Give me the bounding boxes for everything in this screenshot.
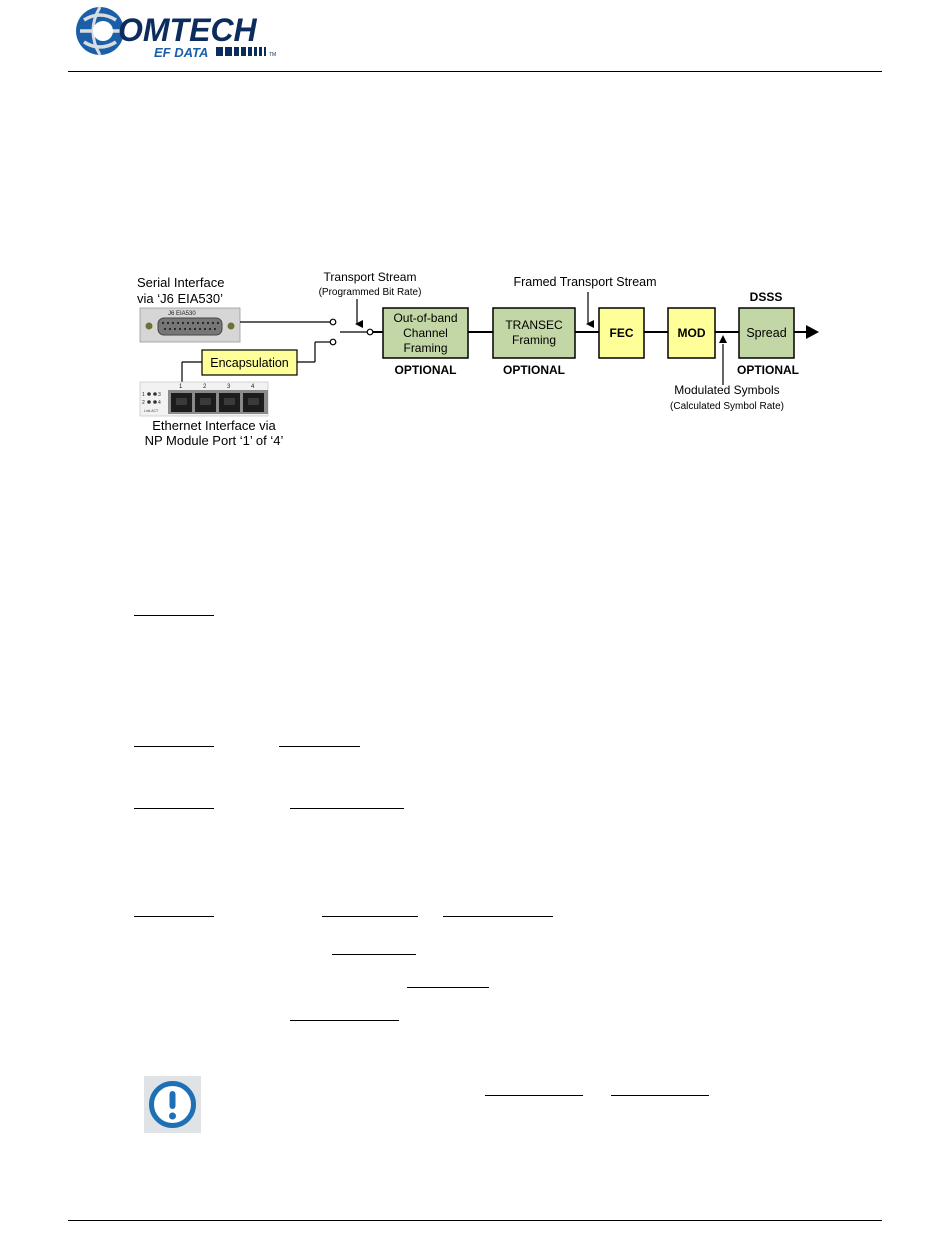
oob-label-2: Channel: [403, 326, 448, 340]
svg-text:3: 3: [227, 384, 231, 390]
fec-label: FEC: [610, 326, 634, 340]
ethernet-module-image: 1 3 2 4 Link ACT 1 2 3 4: [139, 381, 269, 417]
link-underline-8[interactable]: [443, 916, 553, 917]
serial-interface-label-2: via ‘J6 EIA530’: [137, 291, 223, 306]
transport-stream-label: Transport Stream: [324, 270, 417, 284]
link-underline-9[interactable]: [332, 954, 416, 955]
spread-optional-label: OPTIONAL: [737, 363, 799, 377]
link-underline-13[interactable]: [611, 1095, 709, 1096]
logo-tm: TM: [269, 52, 276, 58]
switch-contact-ethernet: [329, 338, 337, 346]
ethernet-interface-label-1: Ethernet Interface via: [152, 418, 276, 433]
link-underline-1[interactable]: [134, 615, 214, 616]
spread-label: Spread: [746, 326, 786, 340]
switch-common: [366, 328, 374, 336]
transec-label-2: Framing: [512, 333, 556, 347]
link-underline-12[interactable]: [485, 1095, 583, 1096]
transec-label-1: TRANSEC: [505, 318, 563, 332]
svg-text:1: 1: [179, 384, 183, 390]
link-underline-4[interactable]: [134, 808, 214, 809]
serial-interface-label-1: Serial Interface: [137, 275, 224, 290]
link-underline-7[interactable]: [322, 916, 418, 917]
transec-optional-label: OPTIONAL: [503, 363, 565, 377]
dsss-label: DSSS: [750, 290, 783, 304]
framed-transport-stream-label: Framed Transport Stream: [513, 275, 656, 289]
logo-brand: OMTECH: [118, 12, 258, 48]
link-underline-2[interactable]: [134, 746, 214, 747]
link-underline-10[interactable]: [407, 987, 489, 988]
svg-text:4: 4: [251, 384, 255, 390]
fec-block: [598, 307, 645, 359]
encapsulation-label: Encapsulation: [210, 356, 289, 370]
logo-sub: EF DATA: [154, 45, 208, 60]
svg-text:3: 3: [158, 392, 161, 398]
svg-text:Link ACT: Link ACT: [144, 409, 159, 413]
comtech-logo: OMTECH EF DATA TM: [76, 6, 276, 60]
output-arrow: [806, 325, 819, 339]
oob-optional-label: OPTIONAL: [395, 363, 457, 377]
ethernet-interface-label-2: NP Module Port ‘1’ of ‘4’: [145, 433, 284, 448]
mod-label: MOD: [678, 326, 706, 340]
connector-caption: J6 EIA530: [168, 311, 196, 317]
svg-text:2: 2: [203, 384, 207, 390]
modulated-symbols-arrow: [719, 335, 727, 343]
link-underline-3[interactable]: [279, 746, 360, 747]
transec-framing-block: [492, 307, 576, 359]
svg-text:2: 2: [142, 400, 145, 406]
link-underline-5[interactable]: [290, 808, 404, 809]
link-underline-11[interactable]: [290, 1020, 399, 1021]
globe-icon: [76, 6, 124, 56]
header-rule: [68, 71, 882, 72]
transport-rate-label: (Programmed Bit Rate): [319, 287, 422, 298]
logo-bars: [216, 47, 266, 56]
modulated-symbols-label: Modulated Symbols: [674, 383, 779, 397]
switch-contact-serial: [329, 318, 337, 326]
svg-text:1: 1: [142, 392, 145, 398]
oob-label-1: Out-of-band: [393, 311, 457, 325]
exclamation-icon: [149, 1081, 196, 1128]
note-icon-box: [144, 1076, 201, 1133]
mod-block: [667, 307, 716, 359]
spread-block: [738, 307, 795, 359]
svg-text:4: 4: [158, 400, 161, 406]
oob-label-3: Framing: [403, 341, 447, 355]
footer-rule: [68, 1220, 882, 1221]
symbol-rate-label: (Calculated Symbol Rate): [670, 401, 784, 412]
serial-connector-image: J6 EIA530: [139, 307, 241, 343]
link-underline-6[interactable]: [134, 916, 214, 917]
transmit-path-diagram: Serial Interface via ‘J6 EIA530’ J6 EIA5…: [137, 270, 819, 448]
